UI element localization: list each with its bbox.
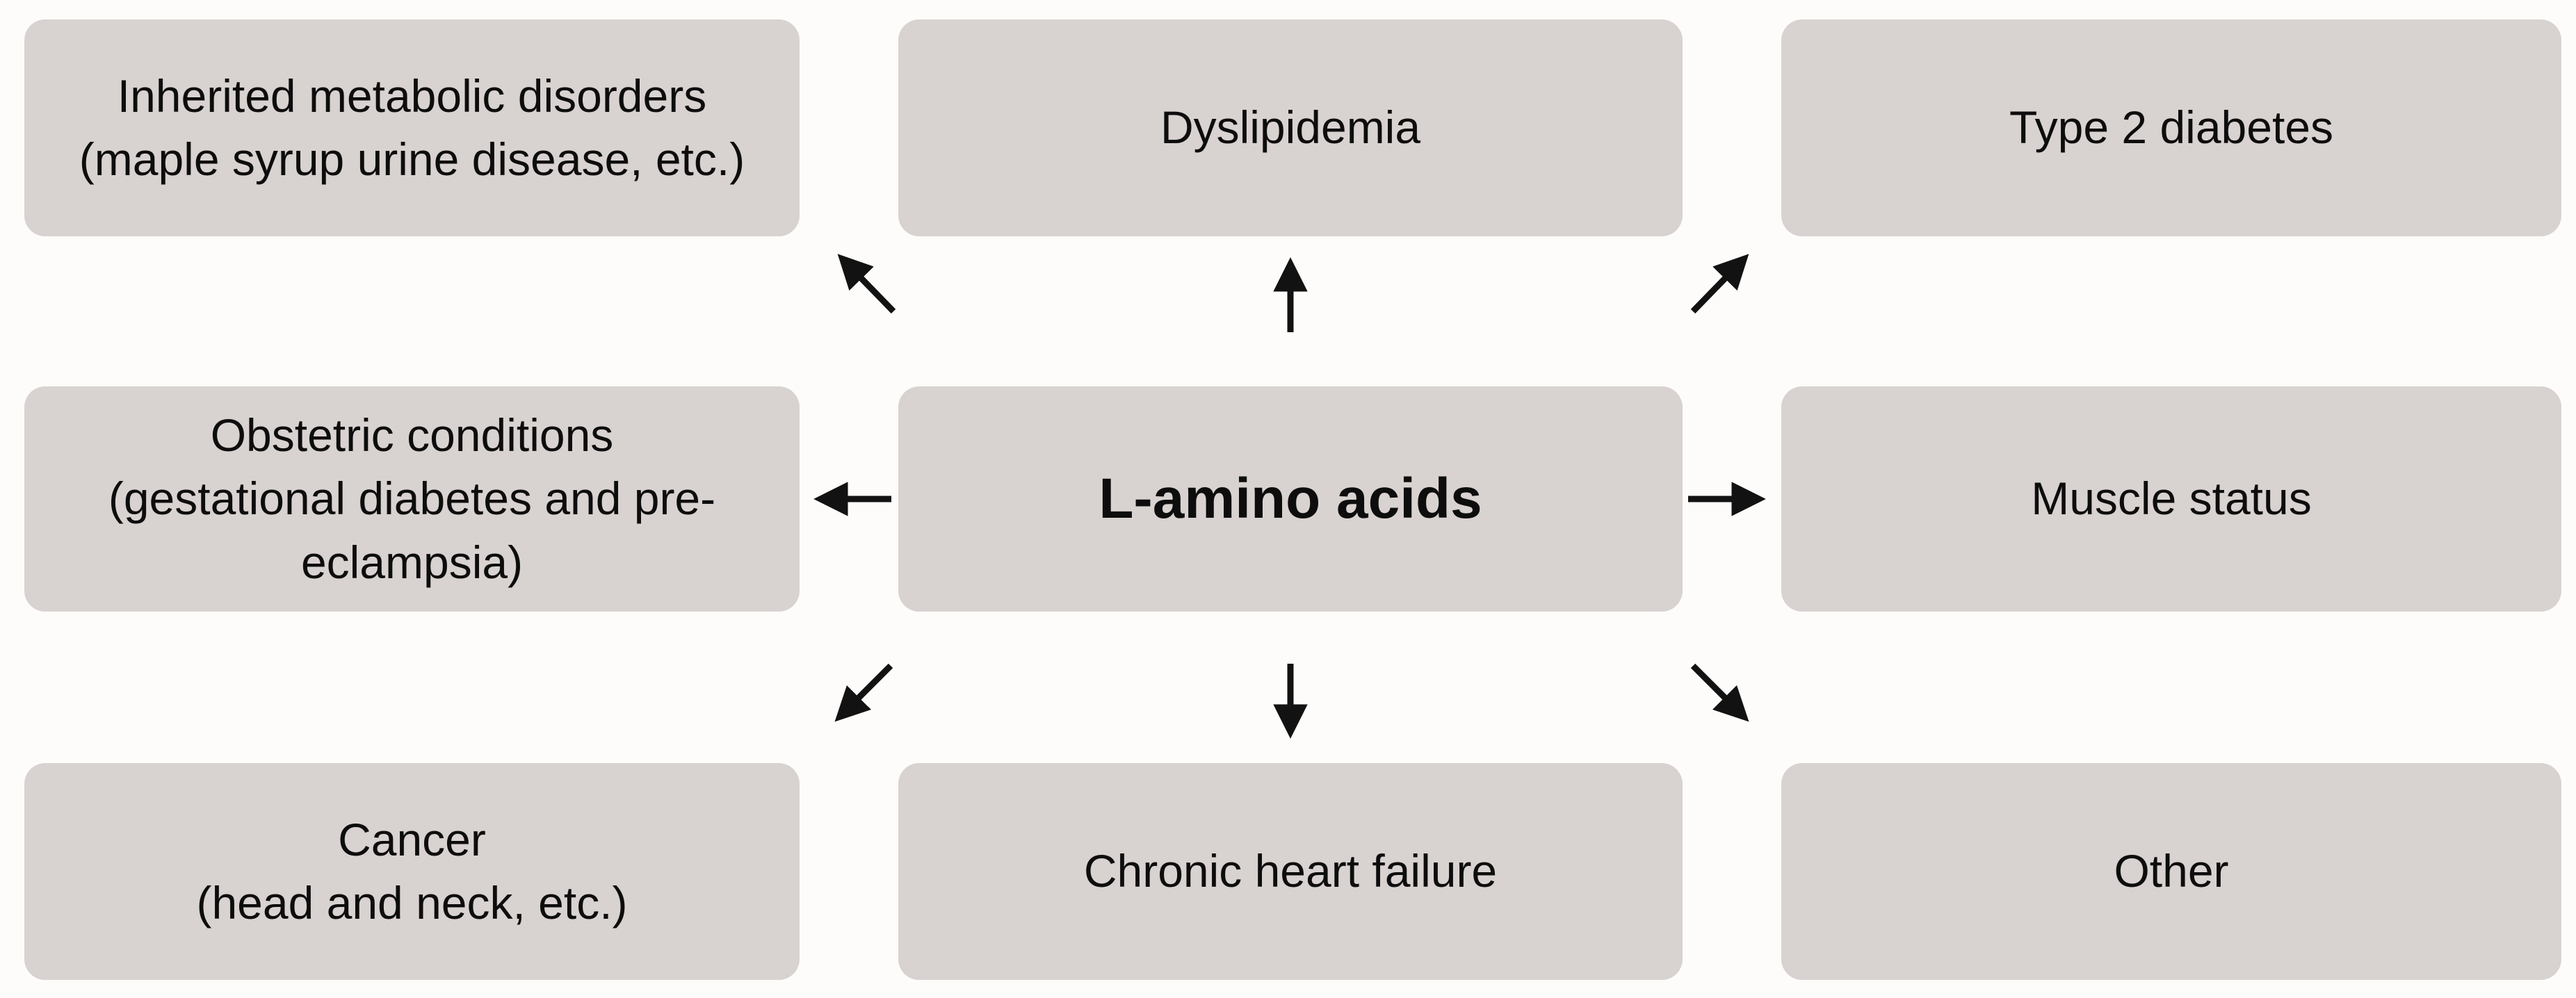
node-chronic-heart-failure: Chronic heart failure xyxy=(898,763,1683,980)
node-type-2-diabetes: Type 2 diabetes xyxy=(1781,19,2561,236)
node-label-chronic-heart-failure: Chronic heart failure xyxy=(1083,845,1498,897)
arrow-down-right-icon xyxy=(1690,663,1749,722)
node-obstetric-conditions: Obstetric conditions (gestational diabet… xyxy=(24,386,800,612)
node-dyslipidemia: Dyslipidemia xyxy=(898,19,1683,236)
arrow-up-left-icon xyxy=(837,254,896,314)
node-label-type-2-diabetes: Type 2 diabetes xyxy=(2009,101,2333,154)
node-cancer: Cancer (head and neck, etc.) xyxy=(24,763,800,980)
node-label-inherited-metabolic-disorders: Inherited metabolic disorders (maple syr… xyxy=(79,69,745,185)
arrow-down-left-icon xyxy=(834,663,893,722)
node-label-cancer: Cancer (head and neck, etc.) xyxy=(196,813,628,929)
node-muscle-status: Muscle status xyxy=(1781,386,2561,612)
node-label-dyslipidemia: Dyslipidemia xyxy=(1160,101,1421,154)
node-other: Other xyxy=(1781,763,2561,980)
node-l-amino-acids: L-amino acids xyxy=(898,386,1683,612)
node-inherited-metabolic-disorders: Inherited metabolic disorders (maple syr… xyxy=(24,19,800,236)
arrow-up-right-icon xyxy=(1690,254,1749,314)
node-label-other: Other xyxy=(2114,845,2229,897)
node-label-obstetric-conditions: Obstetric conditions (gestational diabet… xyxy=(108,409,716,588)
node-label-l-amino-acids: L-amino acids xyxy=(1099,467,1482,531)
node-label-muscle-status: Muscle status xyxy=(2031,473,2312,525)
